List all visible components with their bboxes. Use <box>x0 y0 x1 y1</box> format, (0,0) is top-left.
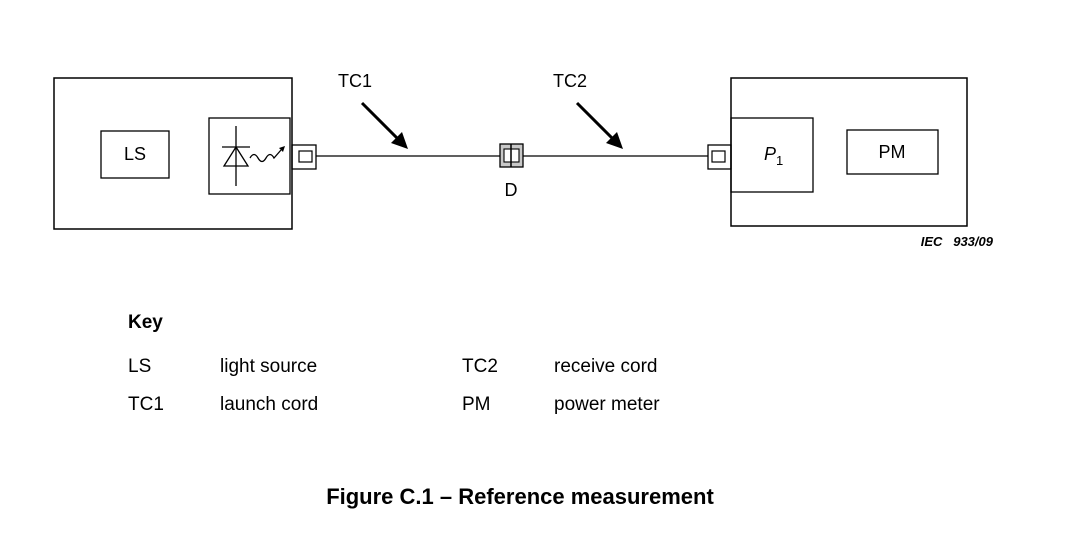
source-connector <box>291 144 317 170</box>
tc1-arrow <box>360 101 408 149</box>
reference-measurement-diagram: LS D P1 PM TC1 TC2 <box>53 71 994 249</box>
tc2-label: TC2 <box>553 71 587 91</box>
key-abbr: TC2 <box>462 356 498 377</box>
key-row: LS light source TC2 receive cord <box>128 356 658 394</box>
pm-label: PM <box>879 142 906 162</box>
ls-box <box>100 130 170 179</box>
key-desc: launch cord <box>220 394 319 415</box>
key-abbr: PM <box>462 394 491 415</box>
key-desc: power meter <box>554 394 660 415</box>
led-emitter-icon <box>208 117 291 195</box>
key-row: TC1 launch cord PM power meter <box>128 394 660 432</box>
figure-caption: Figure C.1 – Reference measurement <box>326 484 714 509</box>
key-abbr: TC1 <box>128 394 164 415</box>
key-desc: receive cord <box>554 356 658 377</box>
pm-box <box>846 129 939 175</box>
key-desc: light source <box>220 356 318 377</box>
source-instrument-box <box>53 77 293 230</box>
key-abbr: LS <box>128 356 152 377</box>
p1-detector-box <box>730 117 814 193</box>
ls-label: LS <box>124 144 146 164</box>
d-label: D <box>505 180 518 200</box>
tc1-label: TC1 <box>338 71 372 91</box>
key-title: Key <box>128 312 163 333</box>
key-legend: Key LS light source TC2 receive cord TC1… <box>128 312 660 432</box>
meter-connector <box>707 144 732 170</box>
p1-label: P1 <box>764 144 783 168</box>
adapter-d <box>499 143 524 168</box>
figure-reference-code: IEC 933/09 <box>921 234 994 249</box>
tc2-arrow <box>575 101 623 149</box>
